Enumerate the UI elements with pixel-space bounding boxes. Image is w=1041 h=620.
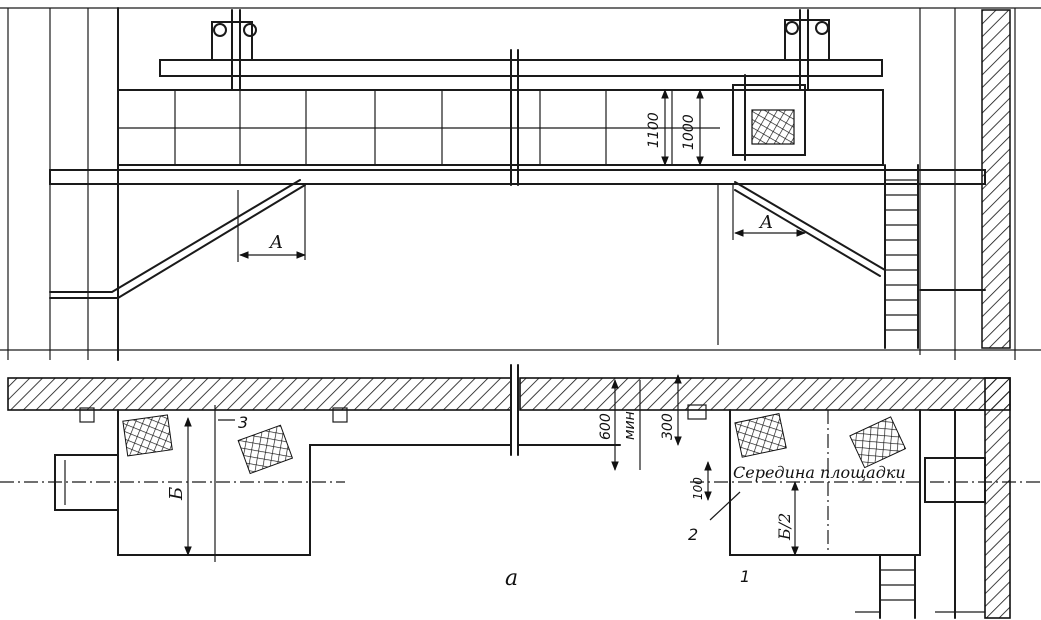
dim-a-right: A: [758, 212, 773, 233]
trolley-right: [784, 9, 830, 91]
ladder-upper: [884, 164, 919, 349]
mid-platform-label: Середина площадки: [733, 463, 906, 482]
callout-1: 1: [740, 567, 750, 586]
dim-300: 300: [660, 413, 676, 440]
dim-1100: 1100: [646, 112, 662, 148]
dim-min: мин: [622, 411, 638, 440]
lower-wall-hatch: [984, 377, 1011, 619]
trolley-left: [211, 9, 257, 91]
dim-100: 100: [691, 477, 705, 500]
crane-rail: [159, 59, 883, 77]
callout-3: 3: [238, 413, 248, 432]
callout-2: 2: [688, 525, 698, 544]
hatched-band-left: [7, 377, 512, 411]
right-wall-hatch: [981, 9, 1011, 349]
ladder-lower: [879, 554, 916, 619]
dim-600: 600: [598, 413, 614, 440]
elevation-view: A A 1100 1000: [0, 7, 1041, 361]
operator-cabin: [732, 74, 806, 161]
plan-view: Б 3 600 мин 300 Б/2 100 Середина площадк…: [0, 364, 1041, 619]
dim-a-left: A: [268, 232, 283, 253]
dim-1000: 1000: [681, 114, 697, 150]
dim-b: Б: [166, 487, 187, 501]
figure-caption: а: [505, 566, 518, 591]
hatched-band-right: [519, 377, 1011, 411]
dim-b-half: Б/2: [775, 513, 794, 541]
bottom-chord: [49, 169, 986, 185]
